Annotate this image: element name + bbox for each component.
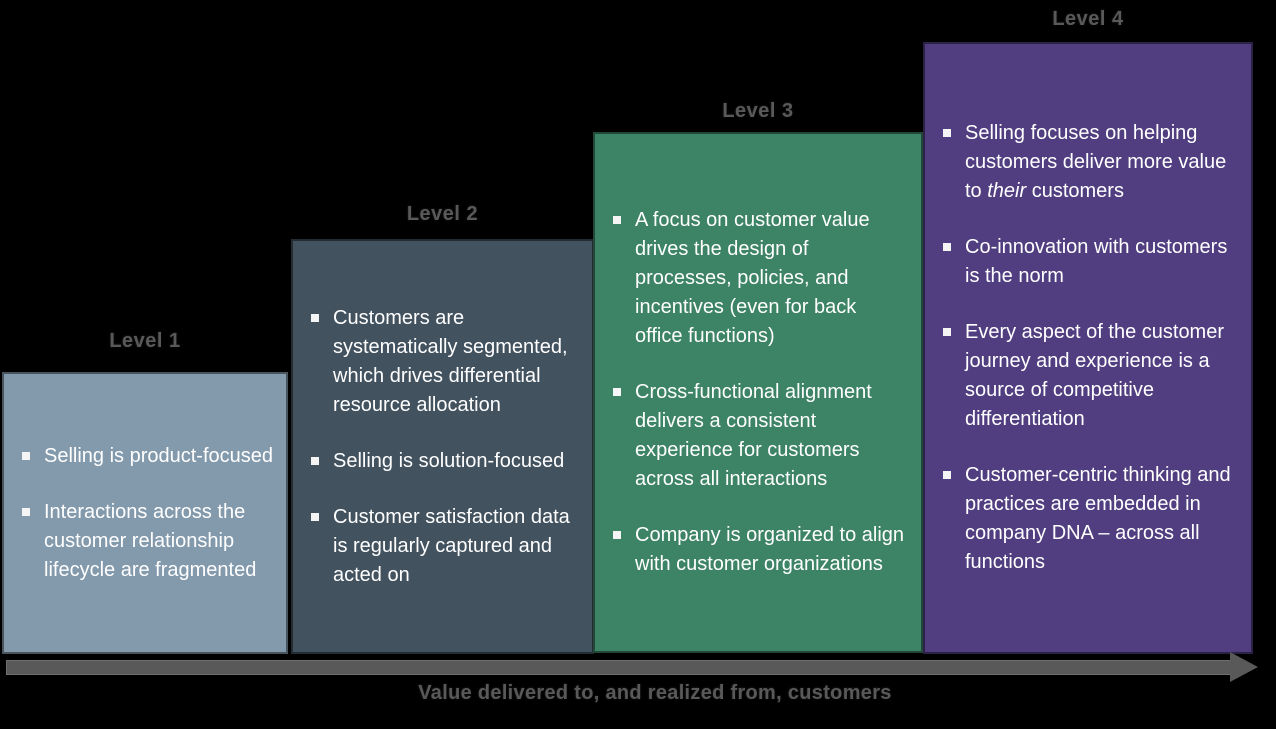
bullet-text: Customer-centric thinking and practices … (965, 464, 1231, 573)
bullet-item: Co-innovation with customers is the norm (941, 233, 1239, 291)
level-4-label: Level 4 (1052, 8, 1124, 30)
bullet-text: Selling is product-focused (44, 444, 274, 467)
bullet-text: Co-innovation with customers is the norm (965, 236, 1228, 287)
bullet-item: Customers are systematically segmented, … (309, 304, 580, 420)
bullet-item: Customer-centric thinking and practices … (941, 461, 1239, 577)
bullet-square-icon (311, 313, 319, 322)
bullet-text: Customers are systematically segmented, … (333, 306, 568, 416)
bullet-text: Company is organized to align with custo… (635, 524, 905, 575)
bullet-square-icon (22, 507, 30, 516)
bullet-square-icon (311, 456, 319, 465)
bullet-square-icon (22, 451, 30, 460)
bullet-text: A focus on customer value drives the des… (635, 209, 870, 347)
bullet-square-icon (311, 512, 319, 521)
bullet-item: Selling focuses on helping customers del… (941, 119, 1239, 206)
bullet-text: Customer satisfaction data is regularly … (333, 505, 570, 586)
level-2-bullet-list: Customers are systematically segmented, … (309, 304, 580, 590)
bullet-square-icon (613, 388, 621, 396)
bullet-item: Customer satisfaction data is regularly … (309, 503, 580, 590)
bullet-square-icon (613, 531, 621, 539)
bullet-square-icon (943, 129, 951, 137)
level-4-box: Selling focuses on helping customers del… (923, 42, 1253, 654)
level-1-label: Level 1 (109, 330, 181, 352)
level-3-label: Level 3 (722, 100, 794, 122)
value-arrow-shaft (6, 660, 1232, 675)
bullet-text: Cross-functional alignment delivers a co… (635, 381, 872, 490)
bullet-item: Every aspect of the customer journey and… (941, 318, 1239, 434)
bullet-square-icon (943, 243, 951, 251)
level-2-label: Level 2 (406, 203, 479, 225)
bullet-item: Company is organized to align with custo… (611, 521, 909, 579)
bullet-item: Selling is product-focused (20, 442, 274, 471)
bullet-item: A focus on customer value drives the des… (611, 206, 909, 351)
bullet-text: Interactions across the customer relatio… (44, 500, 257, 581)
bullet-square-icon (943, 471, 951, 479)
value-arrow-caption: Value delivered to, and realized from, c… (418, 682, 892, 704)
level-3-box: A focus on customer value drives the des… (593, 132, 923, 653)
bullet-square-icon (943, 328, 951, 336)
bullet-item: Cross-functional alignment delivers a co… (611, 378, 909, 494)
bullet-item: Selling is solution-focused (309, 447, 580, 476)
bullet-text: Selling focuses on helping customers del… (965, 122, 1227, 202)
bullet-square-icon (613, 216, 621, 224)
bullet-text: Every aspect of the customer journey and… (965, 321, 1225, 430)
bullet-item: Interactions across the customer relatio… (20, 498, 274, 585)
level-4-bullet-list: Selling focuses on helping customers del… (941, 119, 1239, 577)
value-arrow-head-icon (1230, 652, 1258, 682)
bullet-text: Selling is solution-focused (333, 449, 565, 472)
level-3-bullet-list: A focus on customer value drives the des… (611, 206, 909, 579)
level-2-box: Customers are systematically segmented, … (291, 239, 594, 654)
